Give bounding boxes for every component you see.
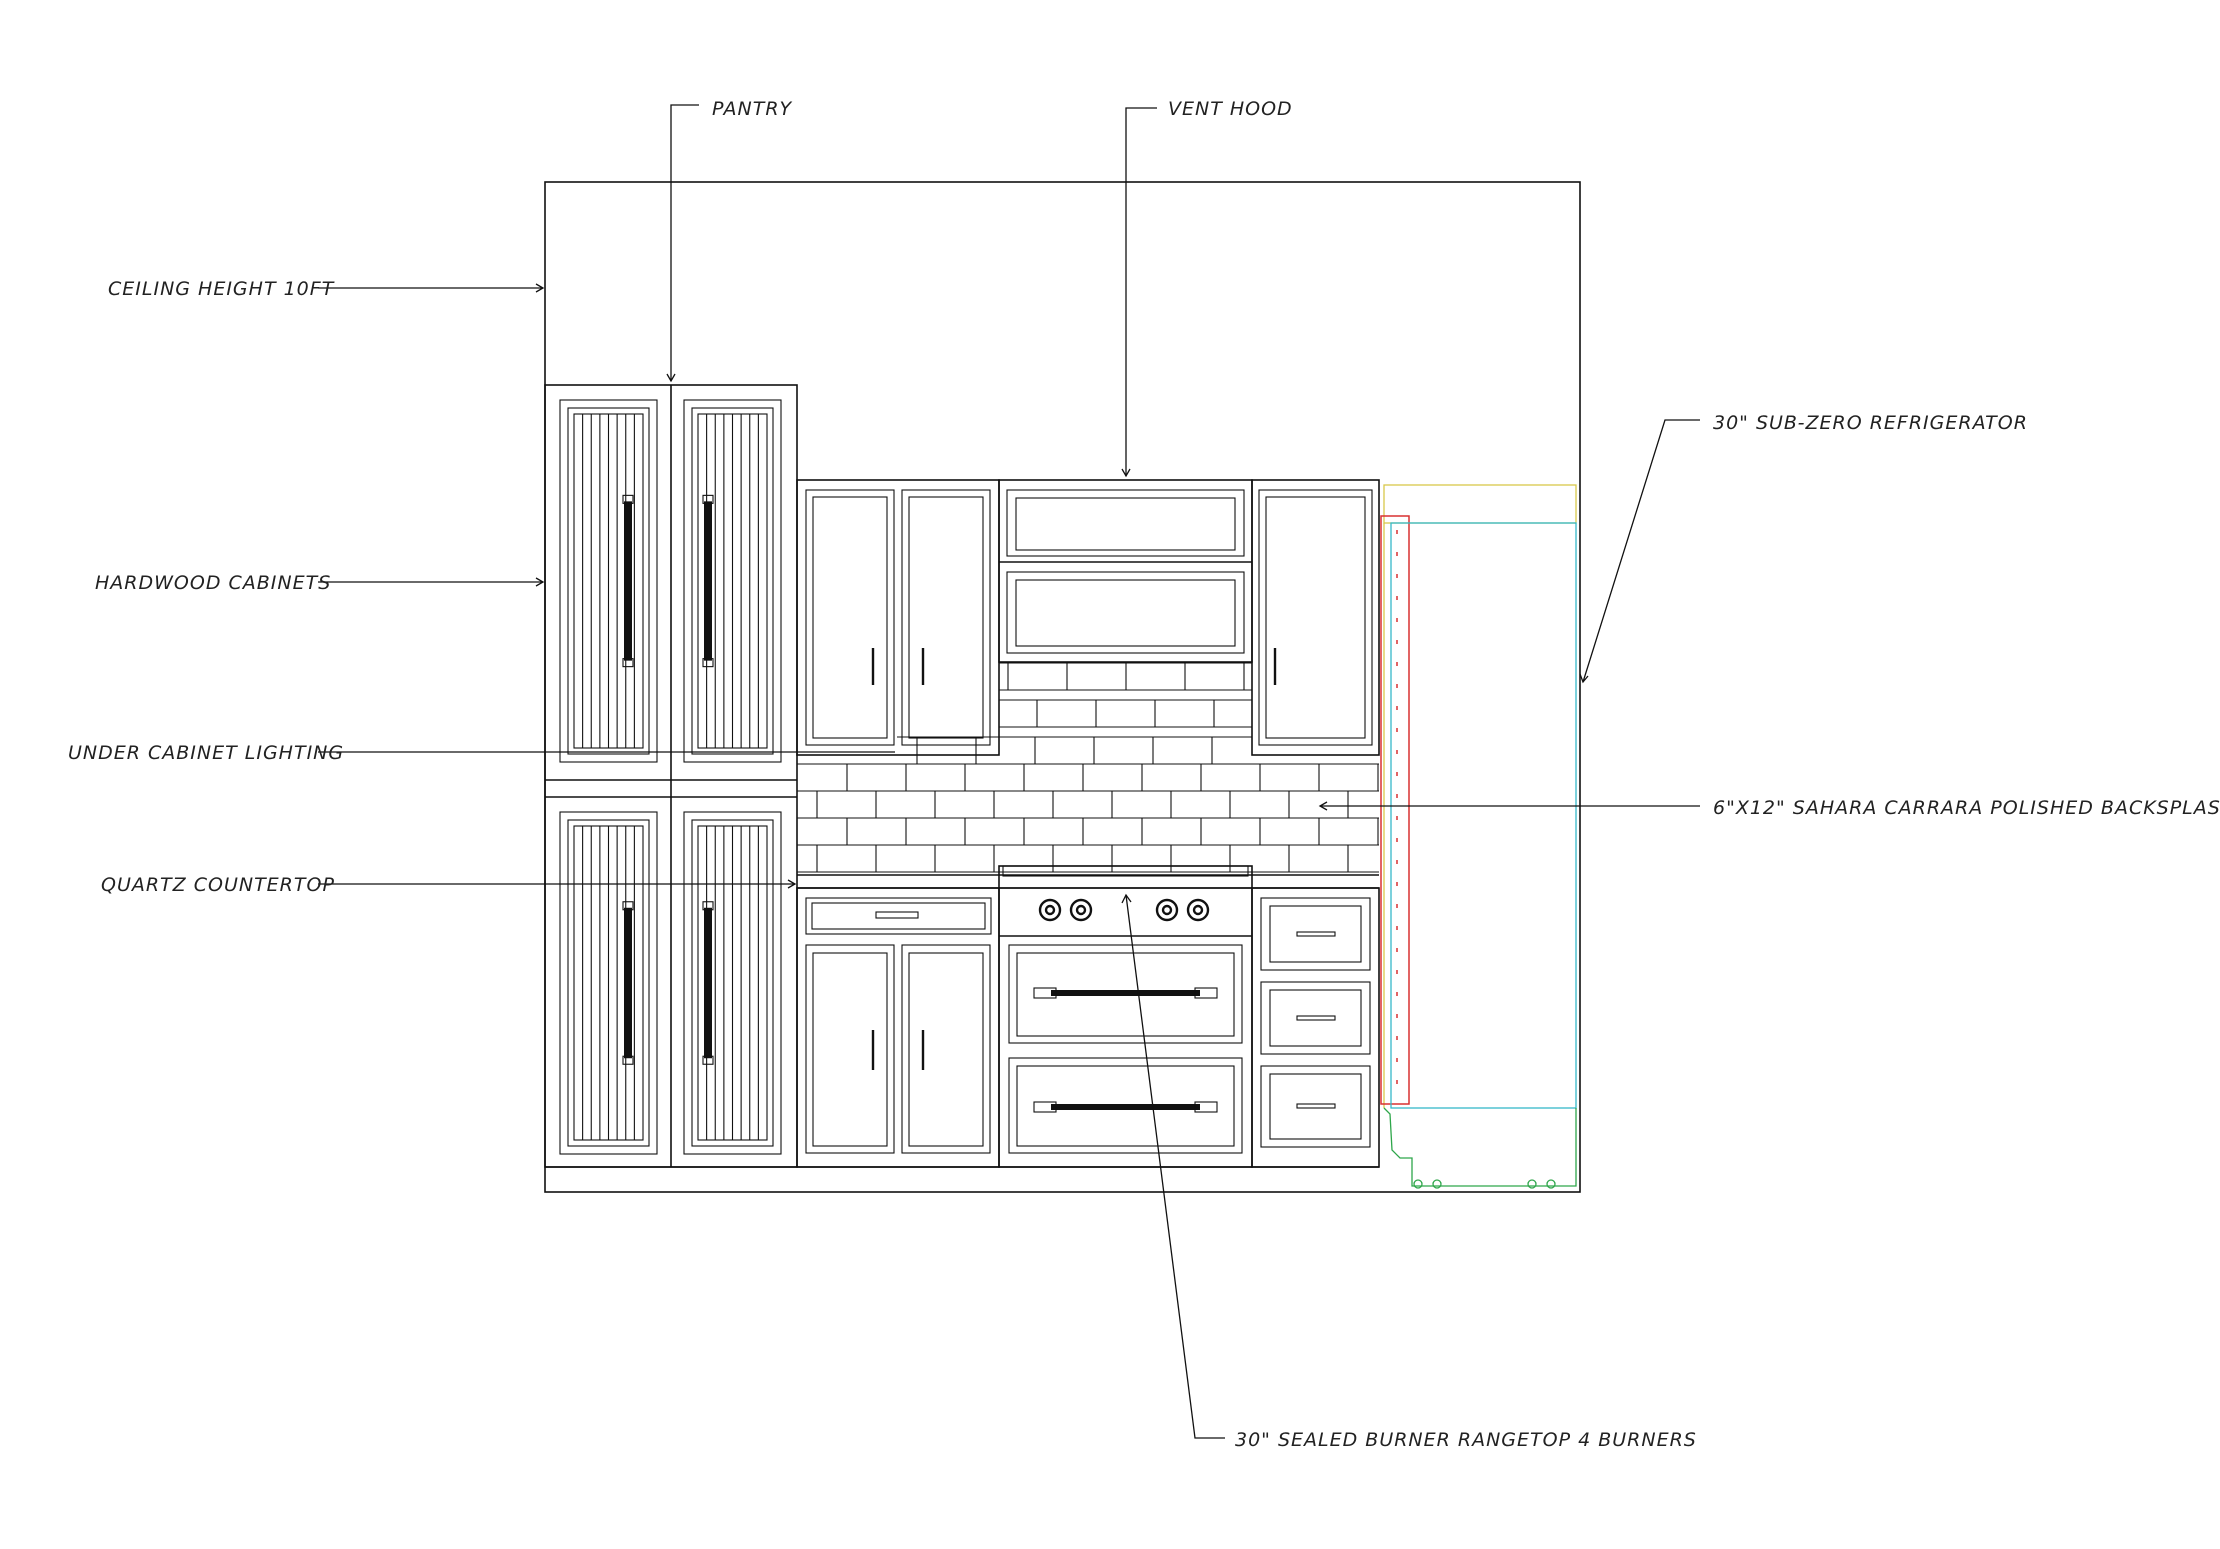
base-drawer-stack [1251,887,1380,1168]
oven-upper [1008,944,1243,1044]
rangetop-knobs [1038,898,1210,922]
label-vent-hood: VENT HOOD [1168,98,1293,120]
oven-lower [1008,1057,1243,1154]
range [998,865,1253,1168]
label-backsplash: 6"X12" SAHARA CARRARA POLISHED BACKSPLAS… [1713,797,2220,819]
label-refrigerator: 30" SUB-ZERO REFRIGERATOR [1713,412,2028,434]
label-rangetop: 30" SEALED BURNER RANGETOP 4 BURNERS [1235,1429,1697,1451]
vent-hood [998,479,1253,663]
tile-row [797,790,1379,819]
label-quartz-countertop: QUARTZ COUNTERTOP [101,874,335,896]
wall-outline [544,181,1581,1193]
label-pantry: PANTRY [712,98,793,120]
pantry-door [559,399,658,763]
label-ceiling-height: CEILING HEIGHT 10FT [108,278,335,300]
pantry-cabinets [544,384,798,1168]
tile-row [999,699,1252,728]
base-cabinet-left [796,887,1000,1168]
quartz-countertop [797,874,1379,889]
label-hardwood-cabinets: HARDWOOD CABINETS [95,572,331,594]
tile-row [797,844,1379,873]
pantry-door [559,811,658,1155]
pantry-door [683,399,782,763]
pantry-door [683,811,782,1155]
tile-row [797,817,1379,846]
upper-cabinet-right [1251,479,1380,756]
tile-row [999,662,1252,691]
backsplash-tile [797,662,1379,873]
leader-lines [318,104,1700,1439]
tile-row [797,763,1379,792]
label-under-cabinet-lighting: UNDER CABINET LIGHTING [68,742,344,764]
refrigerator [1380,484,1577,1189]
upper-cabinet-left [796,479,1000,756]
tile-row [897,736,1252,765]
